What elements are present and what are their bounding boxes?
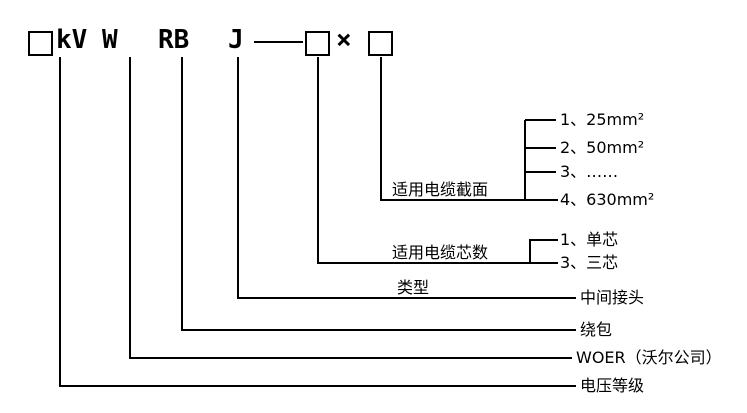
cores-item-1: 1、单芯 [560,230,619,249]
section-item-2: 2、50mm² [560,138,645,157]
brand-label: WOER（沃尔公司） [576,348,722,367]
section-placeholder-box [368,31,393,56]
cores-placeholder-box [305,31,330,56]
code-type-text: J [228,25,244,55]
voltage-label: 电压等级 [580,376,645,395]
code-brand-text: W [102,25,118,55]
type-caption: 类型 [397,278,430,297]
voltage-placeholder-box [28,31,53,56]
section-item-4: 4、630mm² [560,190,655,209]
multiply-sign: × [336,25,352,55]
section-caption: 适用电缆截面 [392,180,489,199]
section-item-1: 1、25mm² [560,110,645,129]
code-kv-text: kV [56,25,88,55]
section-item-3: 3、…… [560,162,619,181]
type-label: 中间接头 [580,288,645,307]
code-wrap-text: RB [158,25,190,55]
cores-item-2: 3、三芯 [560,253,619,272]
cores-caption: 适用电缆芯数 [392,243,489,262]
wrap-label: 绕包 [580,320,613,339]
